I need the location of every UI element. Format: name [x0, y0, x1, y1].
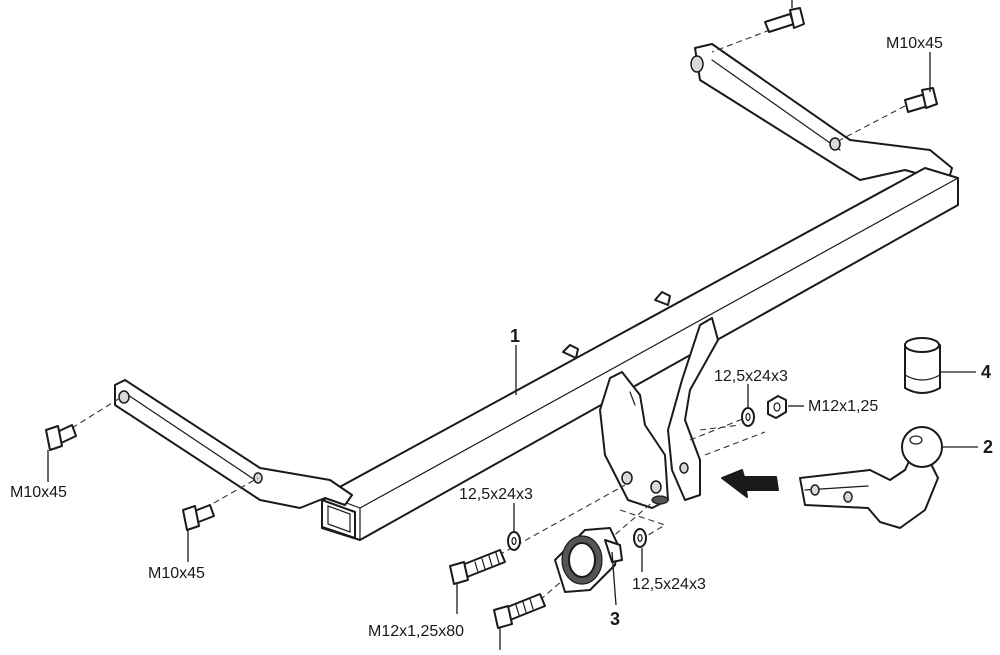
assembly-line-top-bolt — [711, 29, 771, 53]
nut-m12 — [767, 395, 787, 419]
label-bolt-bottom: M12x1,25x80 — [368, 623, 464, 640]
washer-lower — [633, 528, 647, 548]
bolt-left-lower — [182, 504, 215, 531]
assembly-line-upper-washer — [689, 417, 766, 456]
washer-upper — [741, 407, 755, 427]
bolt-left-upper — [45, 424, 77, 451]
label-washer-lower: 12,5x24x3 — [632, 576, 706, 593]
assembly-line-right-bolt — [839, 105, 906, 141]
bolt-bottom-2 — [493, 593, 546, 629]
beam-tab-1 — [654, 291, 671, 306]
left-mounting-arm — [114, 379, 353, 509]
assembly-line-lower-bolt-2 — [539, 499, 656, 601]
bolt-top-right — [904, 87, 938, 113]
label-bolt-left-lower: M10x45 — [148, 565, 205, 582]
ball-hitch — [799, 426, 943, 529]
label-bolt-top-right: M10x45 — [886, 35, 943, 52]
socket-plate — [554, 527, 623, 593]
right-mounting-arm — [690, 43, 953, 183]
label-washer-mid: 12,5x24x3 — [459, 486, 533, 503]
label-part-2: 2 — [983, 437, 993, 457]
label-nut: M12x1,25 — [808, 398, 878, 415]
assembly-line-left-lower-bolt — [204, 477, 259, 509]
bolt-top — [764, 7, 805, 33]
assembly-line-left-upper-bolt — [71, 397, 121, 429]
label-part-3: 3 — [610, 609, 620, 629]
beam-tab-2 — [562, 344, 579, 359]
ball-cap — [904, 337, 941, 394]
label-part-4: 4 — [981, 362, 991, 382]
label-washer-upper: 12,5x24x3 — [714, 368, 788, 385]
ball-mount-bracket — [599, 317, 719, 509]
leader-part3 — [611, 551, 617, 606]
bolt-bottom-1 — [449, 549, 506, 585]
label-bolt-left-upper: M10x45 — [10, 484, 67, 501]
insertion-arrow — [721, 469, 779, 498]
washer-mid — [507, 531, 521, 551]
label-part-1: 1 — [510, 326, 520, 346]
